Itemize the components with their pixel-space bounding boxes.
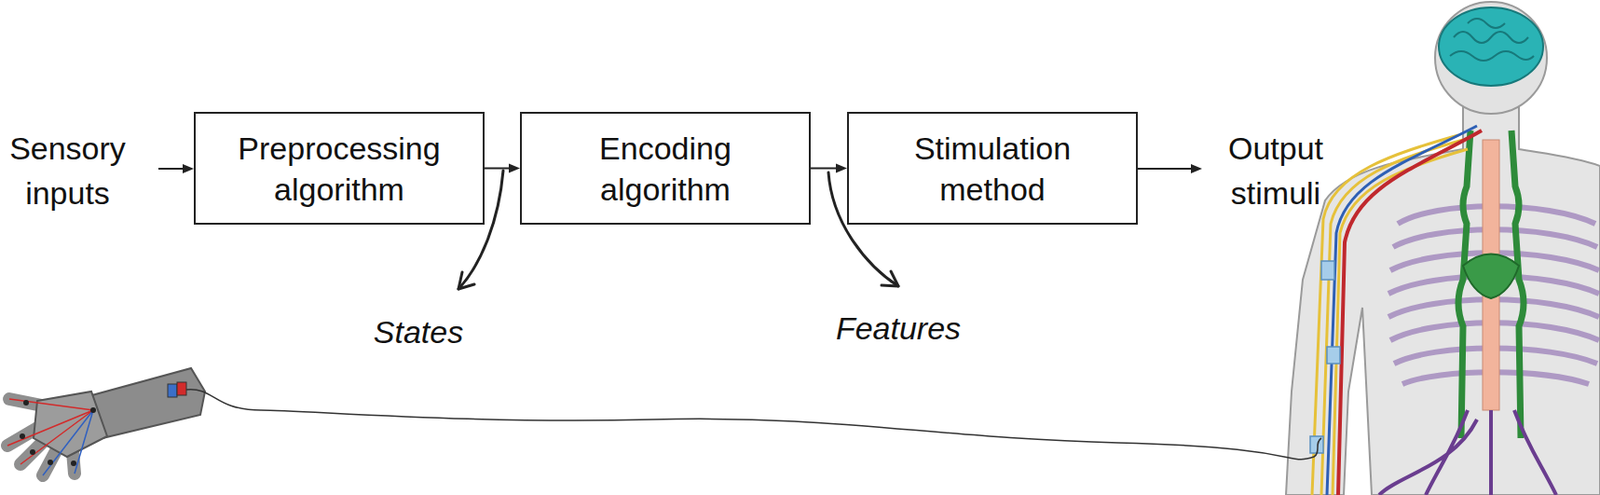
human-anatomy xyxy=(1285,1,1600,495)
arrow-line xyxy=(484,167,511,170)
process-box: Preprocessing algorithm xyxy=(193,111,485,225)
state-label: States xyxy=(353,309,484,355)
vein xyxy=(1326,125,1477,495)
arrow-head xyxy=(458,272,475,289)
brain xyxy=(1438,7,1544,86)
artery xyxy=(1338,130,1482,495)
sensor-wires xyxy=(7,398,94,476)
joint xyxy=(90,407,96,413)
joint xyxy=(70,460,77,466)
output-label: Output stimuli xyxy=(1205,125,1346,216)
arrow-head xyxy=(881,271,899,287)
box-text: Stimulation method xyxy=(876,127,1108,210)
head xyxy=(1435,1,1547,114)
arrow-head xyxy=(182,164,194,174)
prosthetic-hand xyxy=(7,368,206,476)
cable xyxy=(186,389,1322,460)
arm-nerves xyxy=(1312,135,1468,495)
input-arrow xyxy=(158,164,194,174)
input-label: Sensory inputs xyxy=(0,125,136,216)
arrow-head xyxy=(835,164,848,174)
arrow-head xyxy=(508,164,520,174)
sympathetic-chain xyxy=(1458,130,1524,438)
arrow-line xyxy=(158,167,187,170)
arrow-line xyxy=(1137,167,1195,170)
sensor-unit xyxy=(167,383,178,397)
process-box: Encoding algorithm xyxy=(519,111,811,225)
forearm xyxy=(88,368,206,438)
box-text: Preprocessing algorithm xyxy=(223,127,455,210)
joints xyxy=(19,399,96,466)
joint xyxy=(23,399,29,406)
sensor-wire xyxy=(42,410,94,476)
electrode xyxy=(1321,260,1335,280)
electrode xyxy=(1326,346,1341,364)
arrow-line xyxy=(810,167,838,170)
joint xyxy=(47,459,54,465)
output-arrow xyxy=(1137,164,1203,174)
lower-nerves xyxy=(1379,410,1557,495)
feature-label: Features xyxy=(819,305,978,351)
finger xyxy=(42,447,58,476)
flow-arrow xyxy=(484,164,520,174)
process-box: Stimulation method xyxy=(847,111,1138,225)
joint xyxy=(19,433,26,439)
brain-folds xyxy=(1449,18,1534,61)
box-text: Encoding algorithm xyxy=(549,127,781,210)
ganglion xyxy=(1463,254,1519,300)
joint xyxy=(29,449,36,455)
flow-arrow xyxy=(810,164,848,174)
sensor-unit xyxy=(177,382,187,396)
arrow-head xyxy=(1190,164,1203,174)
body-silhouette xyxy=(1285,102,1600,495)
